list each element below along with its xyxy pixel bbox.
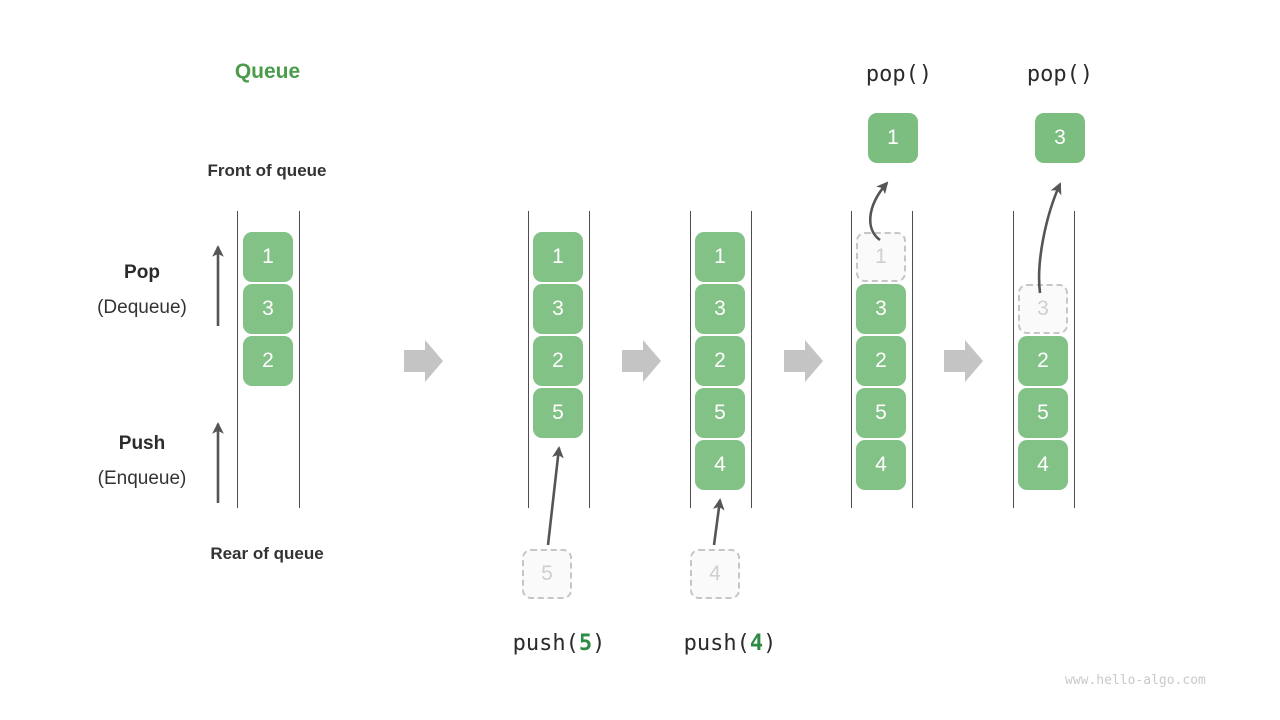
queue-rail-right-col1 [299, 211, 301, 508]
queue-cell: 5 [856, 388, 906, 438]
watermark: www.hello-algo.com [1065, 673, 1206, 688]
rear-of-queue-label: Rear of queue [210, 544, 324, 563]
dequeue-arrow-2 [1037, 182, 1062, 294]
push-5-fn: push( [512, 631, 579, 656]
queue-rail-left-col3 [690, 211, 692, 508]
queue-rail-left-col4 [851, 211, 853, 508]
pending-push-cell: 4 [690, 549, 740, 599]
queue-cell: 3 [243, 284, 293, 334]
push-5-caption: push(5) [459, 631, 659, 656]
queue-cell: 1 [243, 232, 293, 282]
push-5-arg: 5 [578, 631, 593, 656]
queue-cell: 5 [695, 388, 745, 438]
queue-cell: 2 [695, 336, 745, 386]
queue-rail-right-col2 [589, 211, 591, 508]
queue-cell: 3 [695, 284, 745, 334]
vacated-cell: 3 [1018, 284, 1068, 334]
push-4-close: ) [763, 631, 777, 656]
queue-rail-left-col5 [1013, 211, 1015, 508]
queue-rail-right-col4 [912, 211, 914, 508]
pop-label: Pop [124, 262, 160, 283]
popped-cell: 1 [868, 113, 918, 163]
queue-cell: 2 [533, 336, 583, 386]
queue-cell: 1 [533, 232, 583, 282]
pending-push-cell: 5 [522, 549, 572, 599]
vacated-cell: 1 [856, 232, 906, 282]
queue-rail-left-col1 [237, 211, 239, 508]
queue-cell: 5 [533, 388, 583, 438]
push-4-arg: 4 [749, 631, 764, 656]
queue-cell: 5 [1018, 388, 1068, 438]
queue-rail-right-col3 [751, 211, 753, 508]
pop-2-caption: pop() [1026, 62, 1094, 87]
step-arrow-3 [784, 340, 823, 382]
step-arrow-1 [404, 340, 443, 382]
page-title: Queue [234, 60, 301, 83]
queue-cell: 4 [1018, 440, 1068, 490]
queue-cell: 2 [243, 336, 293, 386]
front-of-queue-label: Front of queue [207, 161, 327, 180]
enqueue-arrow-4 [712, 498, 725, 546]
push-label: Push [118, 433, 166, 454]
push-4-caption: push(4) [630, 631, 830, 656]
push-5-close: ) [592, 631, 606, 656]
step-arrow-4 [944, 340, 983, 382]
pop-1-caption: pop() [865, 62, 933, 87]
popped-cell: 3 [1035, 113, 1085, 163]
dequeue-label: (Dequeue) [97, 297, 187, 318]
queue-cell: 4 [856, 440, 906, 490]
queue-rail-left-col2 [528, 211, 530, 508]
queue-cell: 4 [695, 440, 745, 490]
queue-cell: 3 [533, 284, 583, 334]
queue-cell: 2 [856, 336, 906, 386]
queue-cell: 3 [856, 284, 906, 334]
enqueue-arrow-5 [546, 446, 564, 546]
enqueue-label: (Enqueue) [97, 468, 187, 489]
push-4-fn: push( [683, 631, 750, 656]
queue-rail-right-col5 [1074, 211, 1076, 508]
queue-cell: 1 [695, 232, 745, 282]
queue-cell: 2 [1018, 336, 1068, 386]
step-arrow-2 [622, 340, 661, 382]
